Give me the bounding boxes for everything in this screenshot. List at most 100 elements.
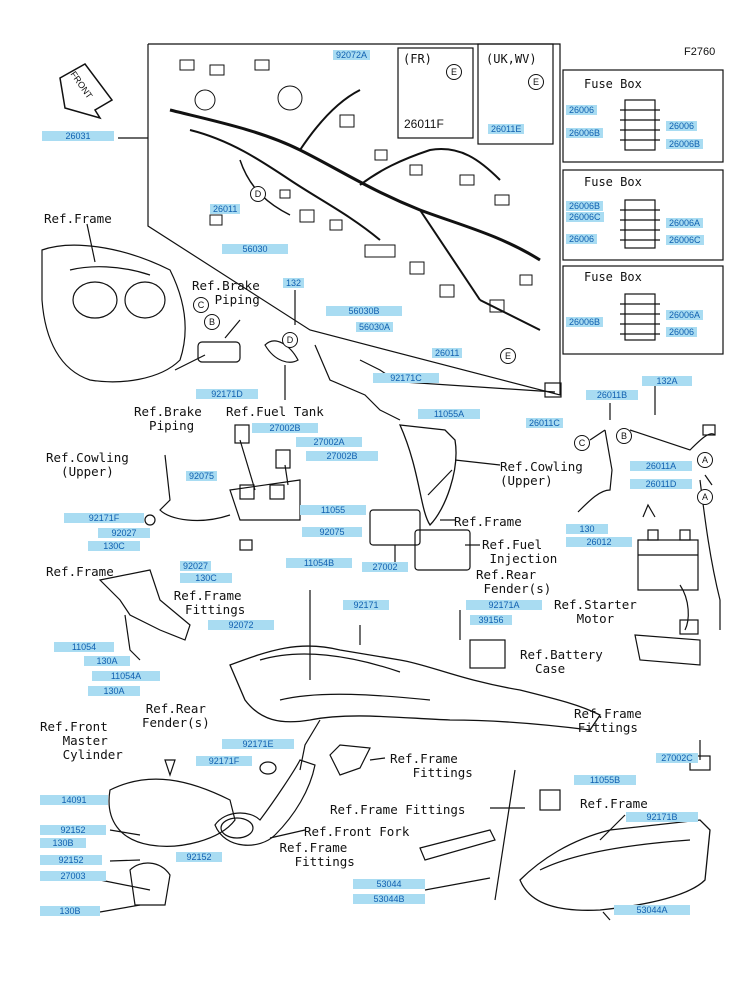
ref-frame-left: Ref.Frame: [46, 564, 114, 579]
part-26011[interactable]: 26011: [210, 204, 241, 214]
part-27002A[interactable]: 27002A: [296, 437, 362, 447]
callout-d: D: [250, 186, 266, 202]
rear-fender-undertray: [229, 645, 601, 731]
part-92075[interactable]: 92075: [302, 527, 362, 537]
ref-frame-fittings-left: Ref.Frame Fittings: [173, 588, 246, 617]
ref-brake-piping-bottom: Ref.Brake Piping: [134, 404, 202, 433]
part-132A[interactable]: 132A: [642, 376, 692, 386]
ref-rear-fender-bottom: Ref.Rear Fender(s): [142, 701, 210, 730]
part-92171A[interactable]: 92171A: [466, 600, 542, 610]
ref-frame-fittings-center: Ref.Frame Fittings: [390, 751, 473, 780]
part-56030[interactable]: 56030: [222, 244, 288, 254]
part-26006A[interactable]: 26006A: [666, 310, 704, 320]
cowl-inner-14091: [108, 778, 236, 847]
ref-frame-fittings-right: Ref.Frame Fittings: [574, 706, 642, 735]
part-27002C[interactable]: 27002C: [656, 753, 698, 763]
part-130B[interactable]: 130B: [40, 838, 86, 848]
ref-frame-mid: Ref.Frame: [454, 514, 522, 529]
part-26011[interactable]: 26011: [432, 348, 463, 358]
part-26006B[interactable]: 26006B: [566, 201, 604, 211]
part-92171E[interactable]: 92171E: [222, 739, 294, 749]
fuse-box-label-1: Fuse Box: [584, 77, 642, 91]
uk-box-label: (UK,WV): [486, 52, 537, 66]
harness-main-wire: [169, 108, 541, 262]
part-92171F[interactable]: 92171F: [64, 513, 144, 523]
part-26006B[interactable]: 26006B: [566, 128, 604, 138]
part-26006[interactable]: 26006: [566, 105, 598, 115]
callout-a: A: [697, 489, 713, 505]
part-26006B[interactable]: 26006B: [566, 317, 604, 327]
part-11054A[interactable]: 11054A: [92, 671, 160, 681]
part-56030A[interactable]: 56030A: [356, 322, 394, 332]
part-26011E[interactable]: 26011E: [488, 124, 525, 134]
part-92171C[interactable]: 92171C: [373, 373, 439, 383]
part-92152[interactable]: 92152: [176, 852, 222, 862]
part-92072[interactable]: 92072: [208, 620, 274, 630]
part-92152[interactable]: 92152: [40, 855, 102, 865]
part-92171D[interactable]: 92171D: [196, 389, 258, 399]
part-53044[interactable]: 53044: [353, 879, 425, 889]
fuse-box-frame-2: [562, 169, 724, 261]
part-53044B[interactable]: 53044B: [353, 894, 425, 904]
part-92152[interactable]: 92152: [40, 825, 106, 835]
part-26012[interactable]: 26012: [566, 537, 632, 547]
part-26006C[interactable]: 26006C: [666, 235, 704, 245]
part-26011A[interactable]: 26011A: [630, 461, 692, 471]
part-27002[interactable]: 27002: [362, 562, 408, 572]
callout-e: E: [446, 64, 462, 80]
part-11054B[interactable]: 11054B: [286, 558, 352, 568]
ref-frame-fittings-bottom: Ref.Frame Fittings: [279, 840, 355, 869]
part-26011D[interactable]: 26011D: [630, 479, 692, 489]
fuse-block-2: [620, 199, 660, 249]
part-26006A[interactable]: 26006A: [666, 218, 704, 228]
part-130A[interactable]: 130A: [84, 656, 130, 666]
ref-frame-fittings-long: Ref.Frame Fittings: [330, 802, 466, 817]
part-92027[interactable]: 92027: [98, 528, 150, 538]
part-130C[interactable]: 130C: [180, 573, 232, 583]
part-11054[interactable]: 11054: [54, 642, 114, 652]
battery-body: [637, 539, 699, 591]
callout-c: C: [193, 297, 209, 313]
ref-cowling-left: Ref.Cowling (Upper): [46, 450, 129, 479]
part-26031[interactable]: 26031: [42, 131, 114, 141]
part-26006C[interactable]: 26006C: [566, 212, 604, 222]
part-27003[interactable]: 27003: [40, 871, 106, 881]
ref-starter-motor: Ref.Starter Motor: [554, 597, 637, 626]
part-130[interactable]: 130: [566, 524, 608, 534]
ecu-27002: [369, 509, 421, 546]
part-11055[interactable]: 11055: [300, 505, 366, 515]
part-53044A[interactable]: 53044A: [614, 905, 690, 915]
ref-front-fork: Ref.Front Fork: [304, 824, 410, 839]
part-130A[interactable]: 130A: [88, 686, 140, 696]
part-26011B[interactable]: 26011B: [586, 390, 638, 400]
callout-b: B: [616, 428, 632, 444]
part-92075[interactable]: 92075: [186, 471, 218, 481]
part-27002B[interactable]: 27002B: [306, 451, 378, 461]
part-92072A[interactable]: 92072A: [333, 50, 371, 60]
part-56030B[interactable]: 56030B: [326, 306, 402, 316]
part-39156[interactable]: 39156: [470, 615, 512, 625]
part-130C[interactable]: 130C: [88, 541, 140, 551]
part-92171F[interactable]: 92171F: [196, 756, 252, 766]
part-26006[interactable]: 26006: [566, 234, 598, 244]
part-26006[interactable]: 26006: [666, 327, 698, 337]
part-27002B[interactable]: 27002B: [252, 423, 318, 433]
part-14091[interactable]: 14091: [40, 795, 108, 805]
fuse-box-label-2: Fuse Box: [584, 175, 642, 189]
part-26006[interactable]: 26006: [666, 121, 698, 131]
callout-b: B: [204, 314, 220, 330]
rear-frame: [519, 819, 711, 911]
part-11055B[interactable]: 11055B: [574, 775, 636, 785]
part-11055A[interactable]: 11055A: [418, 409, 480, 419]
fuse-box-label-3: Fuse Box: [584, 270, 642, 284]
part-92171[interactable]: 92171: [343, 600, 389, 610]
brace-11055A: [398, 424, 457, 527]
part-92027[interactable]: 92027: [180, 561, 212, 571]
part-26011C[interactable]: 26011C: [526, 418, 563, 428]
part-92171B[interactable]: 92171B: [626, 812, 698, 822]
fuse-block-1: [620, 99, 660, 151]
part-132[interactable]: 132: [283, 278, 305, 288]
part-130B[interactable]: 130B: [40, 906, 100, 916]
part-26006B[interactable]: 26006B: [666, 139, 704, 149]
